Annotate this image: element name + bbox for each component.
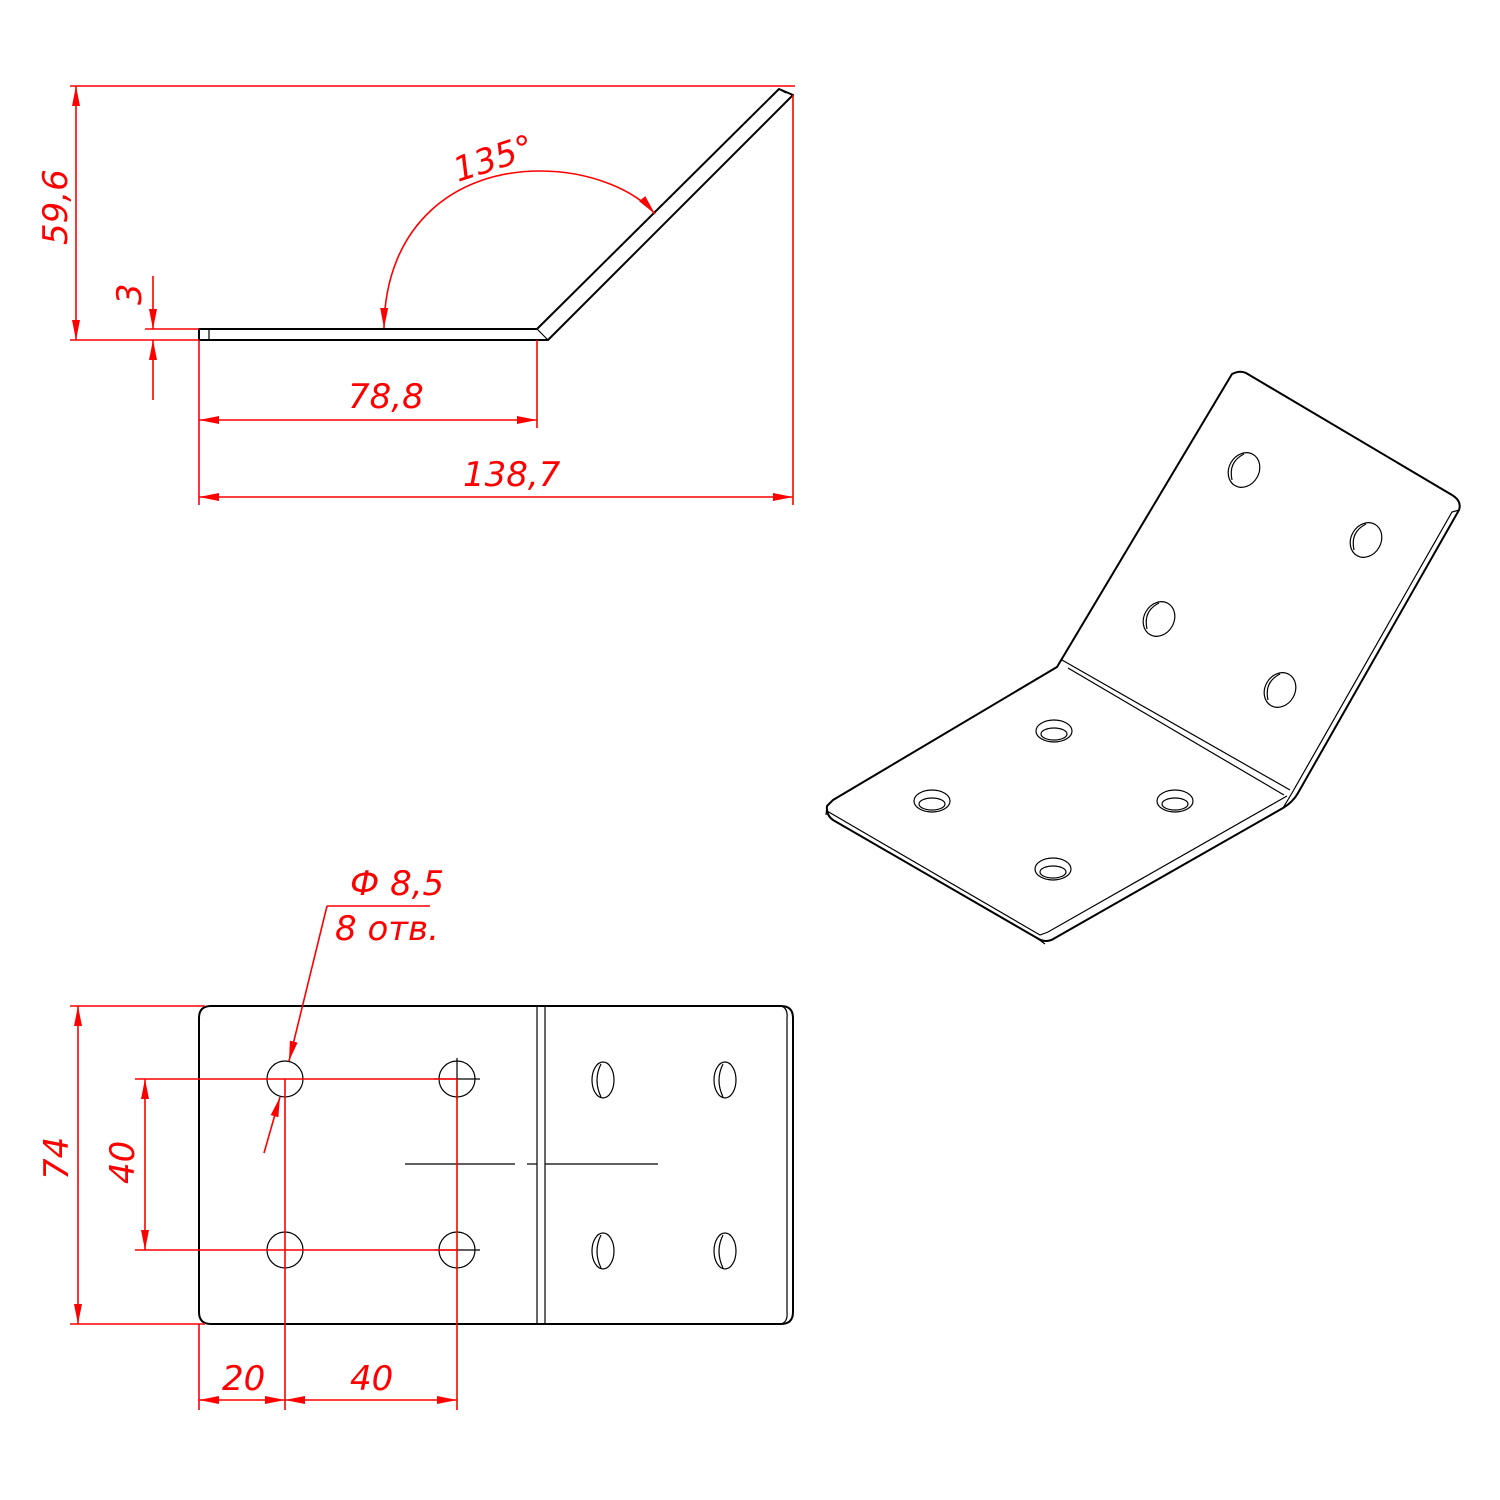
dimension-overall-length-label: 138,7 [463, 455, 561, 495]
dimension-hole-spacing-horizontal-label: 40 [350, 1359, 393, 1399]
iso-hole-2 [913, 789, 951, 813]
dimension-bend-angle-label: 135° [448, 127, 538, 190]
isometric-view [825, 370, 1461, 945]
iso-hole-6 [1349, 522, 1383, 558]
iso-hole-8 [1263, 672, 1297, 708]
hole-6 [713, 1061, 737, 1099]
iso-hole-4 [1034, 857, 1072, 881]
side-view: 59,6 3 78,8 138,7 135° [36, 85, 795, 505]
dimension-thickness-label: 3 [110, 283, 150, 305]
hole-8 [713, 1232, 737, 1270]
dimension-bend-angle-arc [380, 170, 656, 329]
dimension-hole-spacing-vertical-label: 40 [103, 1141, 143, 1184]
hole-5 [591, 1061, 615, 1099]
iso-bracket-outline [825, 370, 1461, 942]
iso-bend-line-1 [1061, 659, 1291, 791]
plate-outline [198, 1005, 794, 1325]
hole-diameter-label: Ф 8,5 [350, 864, 444, 904]
plate-edge-thickness [780, 1005, 788, 1325]
iso-bottom-edge [826, 795, 1288, 936]
side-profile [198, 88, 794, 341]
side-profile-bend [536, 88, 787, 341]
dimension-side-height-label: 59,6 [36, 169, 76, 245]
dimension-flat-length-label: 78,8 [348, 377, 424, 417]
iso-hole-3 [1156, 789, 1194, 813]
iso-bracket-thickness [825, 509, 1460, 945]
top-view: 74 40 20 40 Ф 8,5 8 отв. [37, 864, 794, 1410]
dimension-plate-width-label: 74 [37, 1137, 77, 1180]
iso-bend-line-2 [1067, 667, 1285, 796]
iso-hole-7 [1142, 601, 1176, 637]
hole-count-label: 8 отв. [335, 909, 439, 949]
leader-line [288, 905, 328, 1062]
leader-lower-arrow [263, 1096, 281, 1154]
iso-hole-5 [1227, 452, 1261, 488]
hole-7 [591, 1232, 615, 1270]
iso-hole-1 [1035, 719, 1073, 743]
dimension-edge-offset-label: 20 [222, 1359, 265, 1399]
